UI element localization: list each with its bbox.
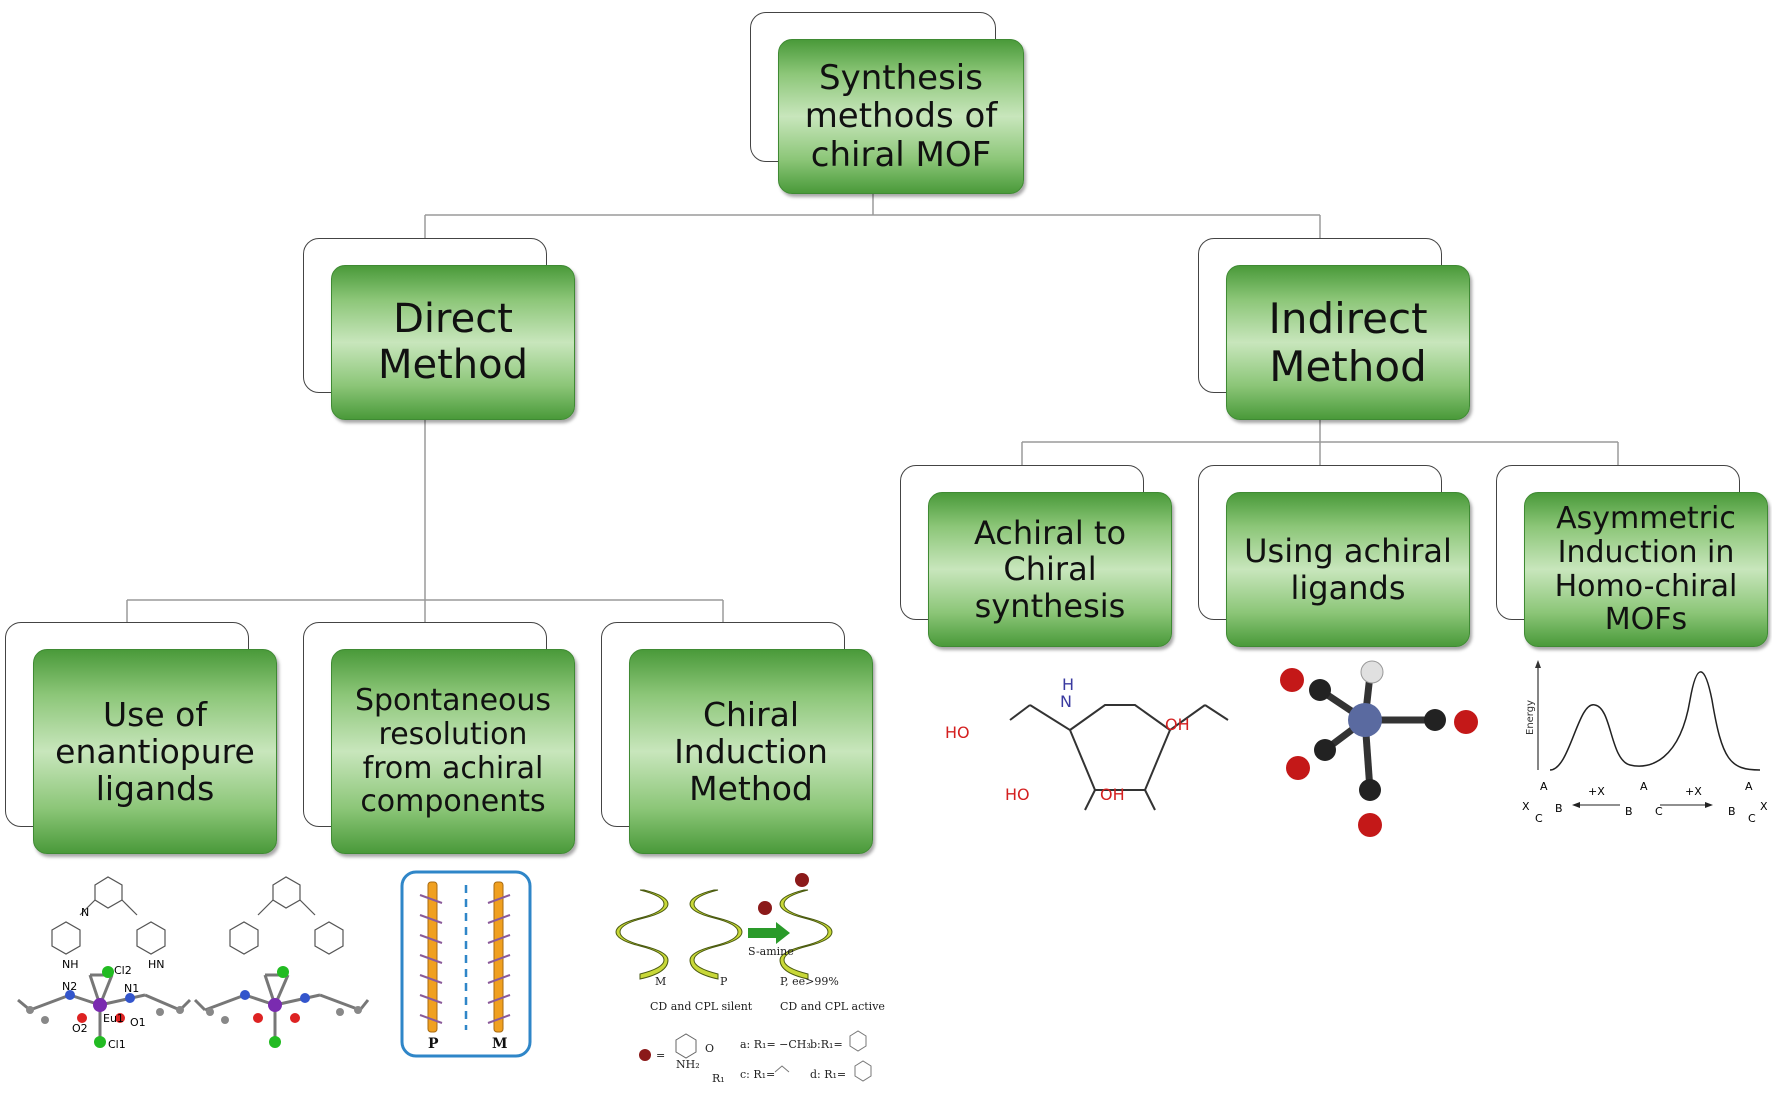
node-enantiopure-ligands-label: Use of enantiopure ligands bbox=[55, 694, 255, 809]
atom-cl2: Cl2 bbox=[114, 964, 132, 977]
atom-eu1: Eu1 bbox=[103, 1012, 124, 1025]
pyr-oh-2: OH bbox=[1100, 785, 1125, 804]
atom-o2: O2 bbox=[72, 1022, 88, 1035]
enantiopure-ligand-figure: NH HN N N2 N1 O2 Eu1 O1 Cl1 bbox=[17, 876, 370, 1051]
pyr-n: N bbox=[1060, 692, 1072, 711]
atom-n2: N2 bbox=[62, 980, 77, 993]
reaction-atom-3: B bbox=[1555, 802, 1563, 815]
label-nh: NH bbox=[62, 958, 79, 971]
node-chiral-induction: Chiral Induction Method bbox=[601, 622, 873, 854]
reaction-atom-4: C bbox=[1535, 812, 1543, 825]
reaction-atom-11: C bbox=[1748, 812, 1756, 825]
reaction-atom-1: A bbox=[1540, 780, 1548, 793]
pyr-ho-2: HO bbox=[1005, 785, 1030, 804]
helix-caption-active: CD and CPL active bbox=[780, 1000, 885, 1013]
reaction-label-2: +X bbox=[1685, 785, 1702, 798]
helix-caption-silent: CD and CPL silent bbox=[650, 1000, 753, 1013]
pyr-h: H bbox=[1062, 675, 1074, 694]
reaction-label-1: +X bbox=[1588, 785, 1605, 798]
helix-arrow-label: S-amine bbox=[748, 945, 794, 958]
reaction-atom-7: C bbox=[1655, 805, 1663, 818]
chiral-induction-figure: S-amine M P P, ee>99% CD and CPL silent … bbox=[615, 873, 885, 1085]
reaction-atom-10: X bbox=[1760, 800, 1768, 813]
node-asymmetric-induction-label: Asymmetric Induction in Homo-chiral MOFs bbox=[1554, 500, 1738, 638]
reaction-atom-8: A bbox=[1745, 780, 1753, 793]
pyrrolidine-figure: H N HO OH HO OH bbox=[945, 675, 1229, 811]
spontaneous-resolution-figure: P M bbox=[400, 870, 532, 1058]
helix-label-p: P bbox=[428, 1036, 439, 1052]
node-enantiopure-ligands: Use of enantiopure ligands bbox=[5, 622, 277, 854]
node-direct-method-label: Direct Method bbox=[377, 296, 529, 388]
node-achiral-to-chiral: Achiral to Chiral synthesis bbox=[900, 465, 1172, 647]
node-direct-method: Direct Method bbox=[303, 238, 575, 420]
label-n: N bbox=[81, 906, 89, 919]
node-indirect-method-label: Indirect Method bbox=[1268, 294, 1428, 391]
atom-n1: N1 bbox=[124, 982, 139, 995]
substituent-o: O bbox=[705, 1042, 714, 1055]
node-using-achiral-ligands: Using achiral ligands bbox=[1198, 465, 1470, 647]
reaction-atom-2: X bbox=[1522, 800, 1530, 813]
substituent-d: d: R₁= bbox=[810, 1068, 846, 1081]
reaction-atom-6: B bbox=[1625, 805, 1633, 818]
ligand-structure-left bbox=[51, 876, 166, 955]
node-indirect-method: Indirect Method bbox=[1198, 238, 1470, 420]
connector-lines bbox=[126, 190, 1619, 622]
pyr-ho-1: HO bbox=[945, 723, 970, 742]
ligand-structure-right bbox=[229, 876, 344, 955]
energy-axis-label: Energy bbox=[1525, 700, 1536, 735]
atom-cl1: Cl1 bbox=[108, 1038, 126, 1051]
helix-label-m: M bbox=[492, 1036, 508, 1052]
reaction-atom-5: A bbox=[1640, 780, 1648, 793]
substituent-c: c: R₁= bbox=[740, 1068, 775, 1081]
substituent-a: a: R₁= −CH₃ bbox=[740, 1038, 811, 1051]
node-root: Synthesis methods of chiral MOF bbox=[750, 12, 1025, 194]
ball-stick-figure bbox=[1280, 660, 1478, 837]
atom-o1: O1 bbox=[130, 1016, 146, 1029]
substituent-nh2: NH₂ bbox=[676, 1058, 700, 1071]
node-using-achiral-ligands-label: Using achiral ligands bbox=[1244, 532, 1452, 607]
energy-diagram-figure: Energy +X +X A X B C A B C A B X C bbox=[1522, 660, 1768, 825]
eu-complex-right bbox=[193, 966, 370, 1048]
node-achiral-to-chiral-label: Achiral to Chiral synthesis bbox=[973, 514, 1127, 625]
substituent-b: b:R₁= bbox=[810, 1038, 843, 1051]
node-spontaneous-resolution: Spontaneous resolution from achiral comp… bbox=[303, 622, 575, 854]
reaction-atom-9: B bbox=[1728, 805, 1736, 818]
node-asymmetric-induction: Asymmetric Induction in Homo-chiral MOFs bbox=[1496, 465, 1768, 647]
pyr-oh-1: OH bbox=[1165, 715, 1190, 734]
helix-label-m: M bbox=[655, 975, 666, 988]
node-chiral-induction-label: Chiral Induction Method bbox=[674, 694, 828, 809]
helix-label-p-ee: P, ee>99% bbox=[780, 975, 839, 988]
label-hn: HN bbox=[148, 958, 165, 971]
node-root-label: Synthesis methods of chiral MOF bbox=[804, 57, 998, 175]
helix-label-p: P bbox=[720, 975, 728, 988]
substituent-r1: R₁ bbox=[712, 1072, 725, 1085]
eu-complex-left: N2 N1 O2 Eu1 O1 Cl1 Cl2 bbox=[17, 964, 192, 1051]
node-spontaneous-resolution-label: Spontaneous resolution from achiral comp… bbox=[354, 682, 552, 820]
substituent-equals: = bbox=[656, 1049, 665, 1062]
